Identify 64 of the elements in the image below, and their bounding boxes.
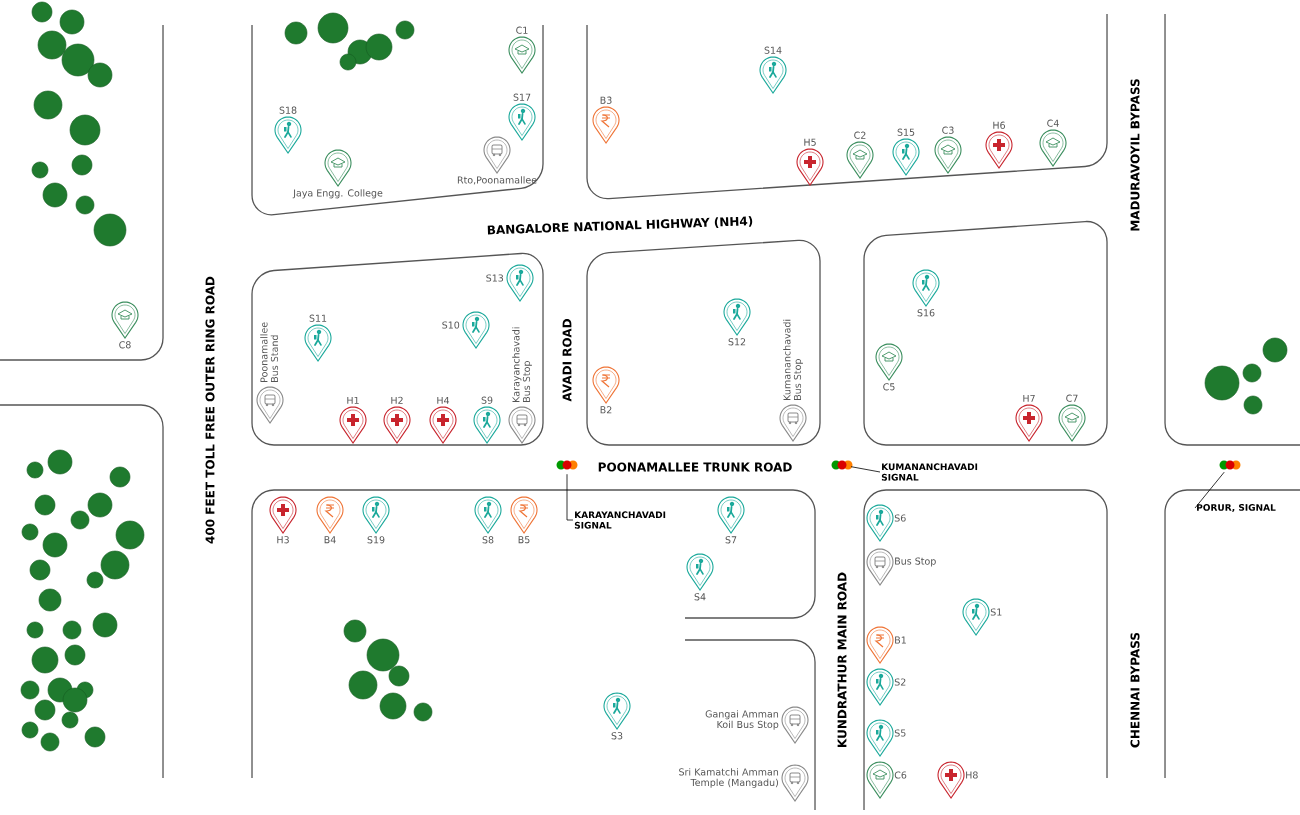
pin-label: S12 (728, 338, 746, 346)
pin-label: S9 (481, 396, 493, 404)
pin-label: H6 (993, 121, 1005, 129)
signal-label: PORUR, SIGNAL (1197, 504, 1276, 512)
pin-label: C2 (854, 131, 866, 139)
pin-label: C3 (942, 126, 954, 134)
pin-label: S19 (367, 536, 385, 544)
road-name: KUNDRATHUR MAIN ROAD (837, 572, 847, 747)
pin-label: C1 (516, 26, 528, 34)
pin-label: S5 (894, 729, 906, 737)
pin-label: S7 (725, 536, 737, 544)
road-name: BANGALORE NATIONAL HIGHWAY (NH4) (487, 216, 753, 235)
pin-label: S4 (694, 593, 706, 601)
signal-label: KUMANANCHAVADI SIGNAL (881, 463, 978, 481)
pin-label: H4 (437, 396, 450, 404)
leader-line (850, 466, 881, 473)
pin-label: S18 (279, 106, 297, 114)
pin-label: H3 (277, 536, 289, 544)
pin-label: S16 (917, 309, 935, 317)
road-name: AVADI ROAD (562, 319, 572, 402)
signal-label: KARAYANCHAVADI SIGNAL (574, 511, 666, 529)
pin-label: S6 (894, 514, 906, 522)
traffic-light-icon (1219, 460, 1241, 470)
pin-label: Kumananchavadi Bus Stop (783, 319, 803, 400)
pin-label: Rto,Poonamallee (457, 176, 537, 185)
pin-label: B5 (518, 536, 530, 544)
pin-label: S17 (513, 93, 531, 101)
pin-label: Karayanchavadi Bus Stop (512, 327, 532, 402)
pin-label: B2 (600, 406, 612, 414)
pin-label: H5 (804, 138, 816, 146)
leader-line (1194, 471, 1225, 509)
pin-label: C7 (1066, 394, 1078, 402)
pin-label: S3 (611, 732, 623, 740)
leader-line (566, 473, 574, 521)
pin-label: C8 (119, 341, 131, 349)
road-name: POONAMALLEE TRUNK ROAD (598, 462, 792, 472)
pin-label: H8 (966, 771, 978, 779)
traffic-light-icon (831, 460, 853, 470)
pin-label: S8 (482, 536, 494, 544)
pin-label: S13 (486, 274, 504, 282)
pin-label: S15 (897, 128, 915, 136)
pin-label: Poonamallee Bus Stand (260, 322, 279, 382)
traffic-light-icon (556, 460, 578, 470)
pin-label: H1 (347, 396, 359, 404)
pin-label: H2 (391, 396, 403, 404)
pin-label: Sri Kamatchi Amman Temple (Mangadu) (679, 768, 778, 788)
pin-label: S1 (990, 608, 1002, 616)
pin-label: S10 (442, 321, 460, 329)
road-name: MADURAVOYIL BYPASS (1130, 79, 1140, 231)
pin-label: S11 (309, 314, 327, 322)
pin-label: S2 (894, 678, 906, 686)
road-name: 400 FEET TOLL FREE OUTER RING ROAD (205, 276, 215, 544)
pin-label: Gangai Amman Koil Bus Stop (705, 710, 779, 730)
pin-label: C5 (883, 383, 895, 391)
pin-label: B1 (895, 636, 906, 644)
pin-label: S14 (764, 46, 782, 54)
pin-label: Jaya Engg. College (292, 189, 383, 199)
pin-label: B4 (324, 536, 336, 544)
pin-label: C6 (894, 771, 907, 779)
road-name: CHENNAI BYPASS (1130, 632, 1140, 748)
pin-label: H7 (1023, 394, 1035, 402)
pin-label: C4 (1047, 119, 1059, 127)
pin-label: Bus Stop (895, 557, 936, 567)
pin-label: B3 (600, 96, 612, 104)
